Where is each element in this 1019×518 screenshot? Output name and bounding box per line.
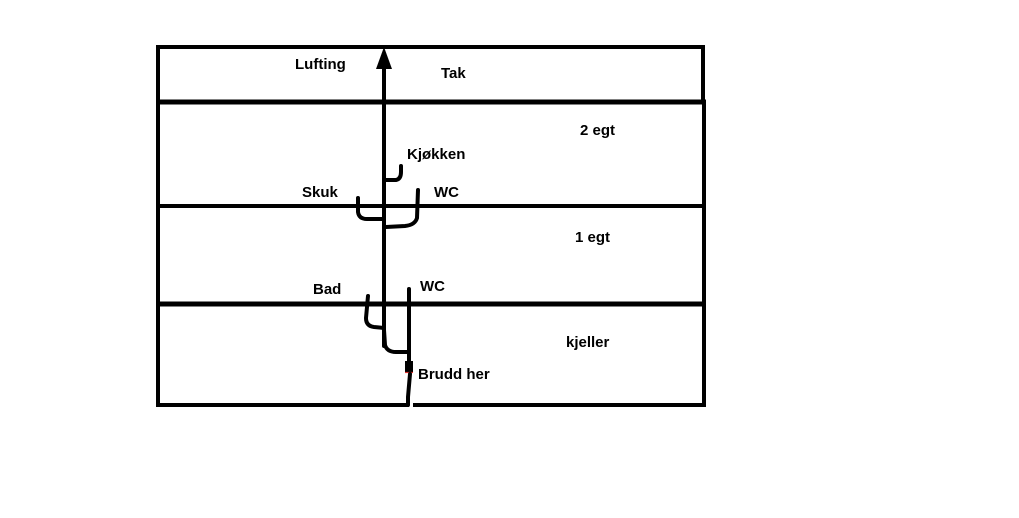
label-vent: Lufting <box>295 56 346 73</box>
floor-label-1-egt: 1 egt <box>575 229 610 246</box>
pipe-main-bend <box>382 328 410 354</box>
pipe-kitchen <box>383 164 403 182</box>
floor-label-kjeller: kjeller <box>566 334 610 351</box>
vent-arrow-icon <box>376 47 392 69</box>
floor-label-tak: Tak <box>441 65 466 82</box>
label-skuk: Skuk <box>302 184 339 201</box>
labels: Lufting Tak 2 egt Kjøkken Skuk WC 1 egt … <box>295 56 615 383</box>
label-bath: Bad <box>313 281 341 298</box>
floor-label-2-egt: 2 egt <box>580 122 615 139</box>
pipe-bath <box>364 294 386 330</box>
label-break: Brudd her <box>418 366 490 383</box>
pipes <box>356 47 420 407</box>
break-joint <box>405 361 413 372</box>
label-wc-lower: WC <box>420 278 445 295</box>
pipe-below-break <box>406 372 412 407</box>
label-wc-upper: WC <box>434 184 459 201</box>
pipe-wc-upper <box>384 188 420 229</box>
pipe-skuk <box>356 196 386 221</box>
building-frame <box>156 45 706 407</box>
label-kitchen: Kjøkken <box>407 146 465 163</box>
